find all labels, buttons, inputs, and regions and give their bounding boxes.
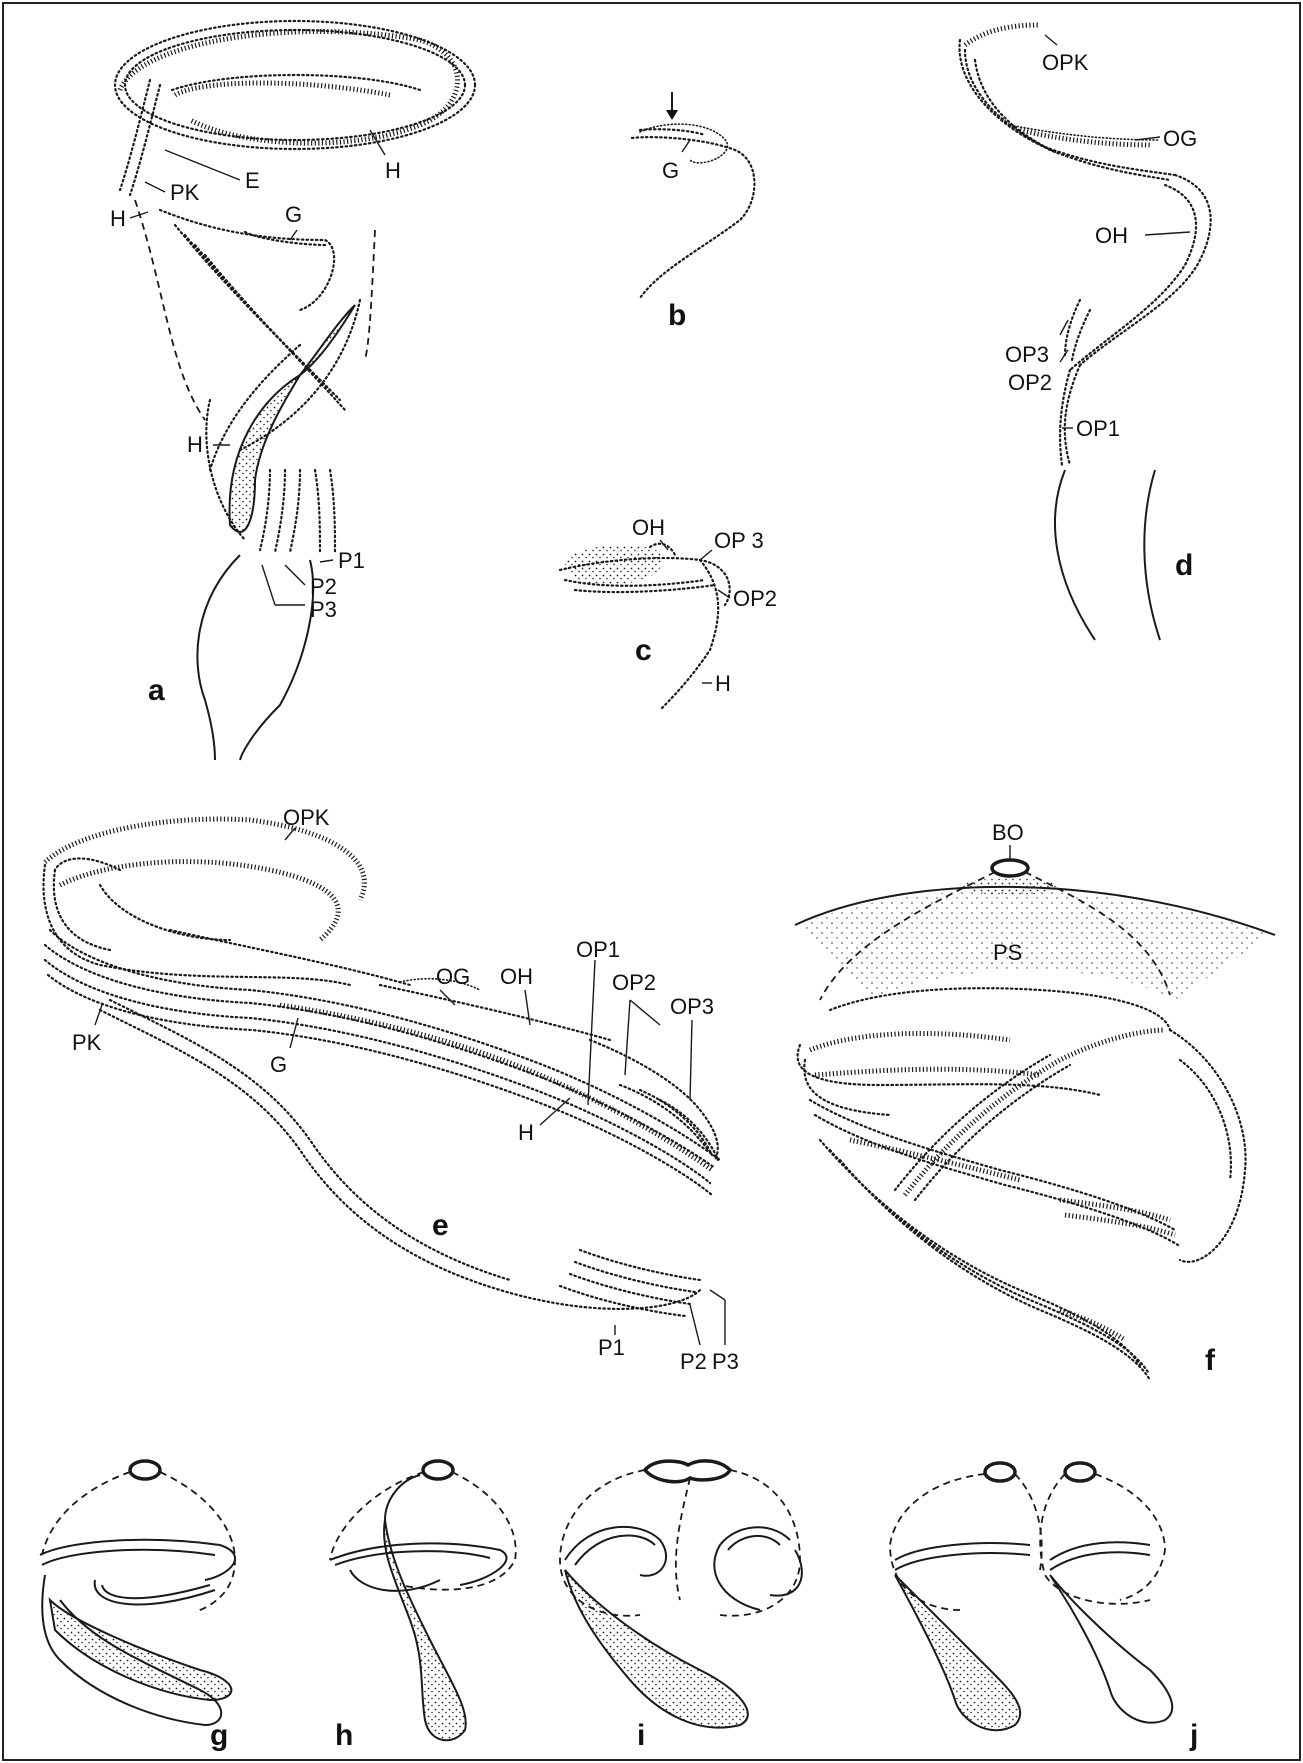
panel-e-label-og: OG: [436, 964, 470, 989]
panel-e: OPK OG OH OP1 OP2 OP3 PK G H P1 P2 P3 e: [44, 805, 739, 1374]
panel-h: h: [330, 1461, 516, 1752]
panel-h-drawing: [330, 1461, 516, 1740]
panel-h-letter: h: [335, 1719, 353, 1752]
panel-c-leaders: [660, 540, 730, 683]
panel-f-letter: f: [1205, 1344, 1216, 1377]
panel-c-label-op3: OP 3: [714, 528, 764, 553]
panel-b-leader-g: [682, 140, 690, 152]
panel-f-label-ps: PS: [993, 940, 1022, 965]
panel-e-label-op3: OP3: [670, 994, 714, 1019]
panel-e-label-g: G: [270, 1052, 287, 1077]
panel-d-label-op1: OP1: [1076, 416, 1120, 441]
panel-c-label-oh: OH: [632, 515, 665, 540]
panel-a-leaders: [130, 130, 385, 605]
panel-a-label-h-top: H: [385, 158, 401, 183]
panel-i: i: [560, 1461, 802, 1752]
panel-d-label-op3: OP3: [1005, 342, 1049, 367]
panel-a-drawing: [115, 21, 475, 760]
panel-b: G b: [632, 92, 754, 332]
panel-a-label-p3: P3: [310, 597, 337, 622]
panel-g: g: [40, 1461, 235, 1752]
panel-a-label-h-mid: H: [187, 432, 203, 457]
panel-d-label-oh: OH: [1095, 223, 1128, 248]
panel-a-letter: a: [148, 674, 165, 707]
panel-d-letter: d: [1175, 549, 1193, 582]
panel-f-drawing: [795, 860, 1275, 1380]
panel-e-label-op2: OP2: [612, 970, 656, 995]
panel-a-label-g: G: [285, 202, 302, 227]
panel-a-label-p1: P1: [338, 548, 365, 573]
panel-e-label-p3: P3: [712, 1349, 739, 1374]
panel-i-letter: i: [637, 1719, 645, 1752]
panel-c-label-op2: OP2: [733, 586, 777, 611]
panel-a-label-p2: P2: [310, 574, 337, 599]
panel-c-letter: c: [635, 634, 652, 667]
panel-d: OPK OG OH OP3 OP2 OP1 d: [960, 25, 1211, 640]
panel-e-label-p1: P1: [598, 1335, 625, 1360]
panel-b-label-g: G: [662, 158, 679, 183]
plate-border: [3, 3, 1300, 1760]
panel-e-letter: e: [432, 1209, 449, 1242]
panel-c-label-h: H: [715, 671, 731, 696]
panel-e-drawing: [44, 819, 720, 1316]
panel-e-label-p2: P2: [680, 1349, 707, 1374]
panel-e-label-opk: OPK: [283, 805, 330, 830]
panel-a-label-e: E: [245, 168, 260, 193]
panel-b-drawing: [632, 92, 754, 298]
panel-f: BO PS f: [795, 820, 1275, 1380]
panel-d-label-og: OG: [1163, 126, 1197, 151]
panel-c: OH OP 3 OP2 H c: [560, 515, 777, 710]
panel-e-label-h: H: [518, 1120, 534, 1145]
panel-b-letter: b: [668, 299, 686, 332]
panel-i-drawing: [560, 1461, 802, 1728]
panel-f-label-bo: BO: [992, 820, 1024, 845]
panel-a-label-h-left: H: [110, 206, 126, 231]
panel-d-label-op2: OP2: [1008, 370, 1052, 395]
panel-e-label-op1: OP1: [576, 937, 620, 962]
panel-e-label-oh: OH: [500, 964, 533, 989]
panel-e-leaders: [95, 828, 725, 1345]
panel-j-letter: j: [1189, 1719, 1198, 1752]
panel-j: j: [890, 1463, 1198, 1752]
panel-d-drawing: [960, 25, 1211, 640]
panel-j-drawing: [890, 1463, 1172, 1730]
panel-c-drawing: [560, 544, 730, 710]
panel-a: H E PK H G H P1 P2 P3 a: [110, 21, 475, 760]
panel-a-label-pk: PK: [170, 180, 200, 205]
panel-g-drawing: [40, 1461, 235, 1725]
panel-d-label-opk: OPK: [1042, 50, 1089, 75]
panel-e-label-pk: PK: [72, 1030, 102, 1055]
panel-g-letter: g: [210, 1719, 228, 1752]
